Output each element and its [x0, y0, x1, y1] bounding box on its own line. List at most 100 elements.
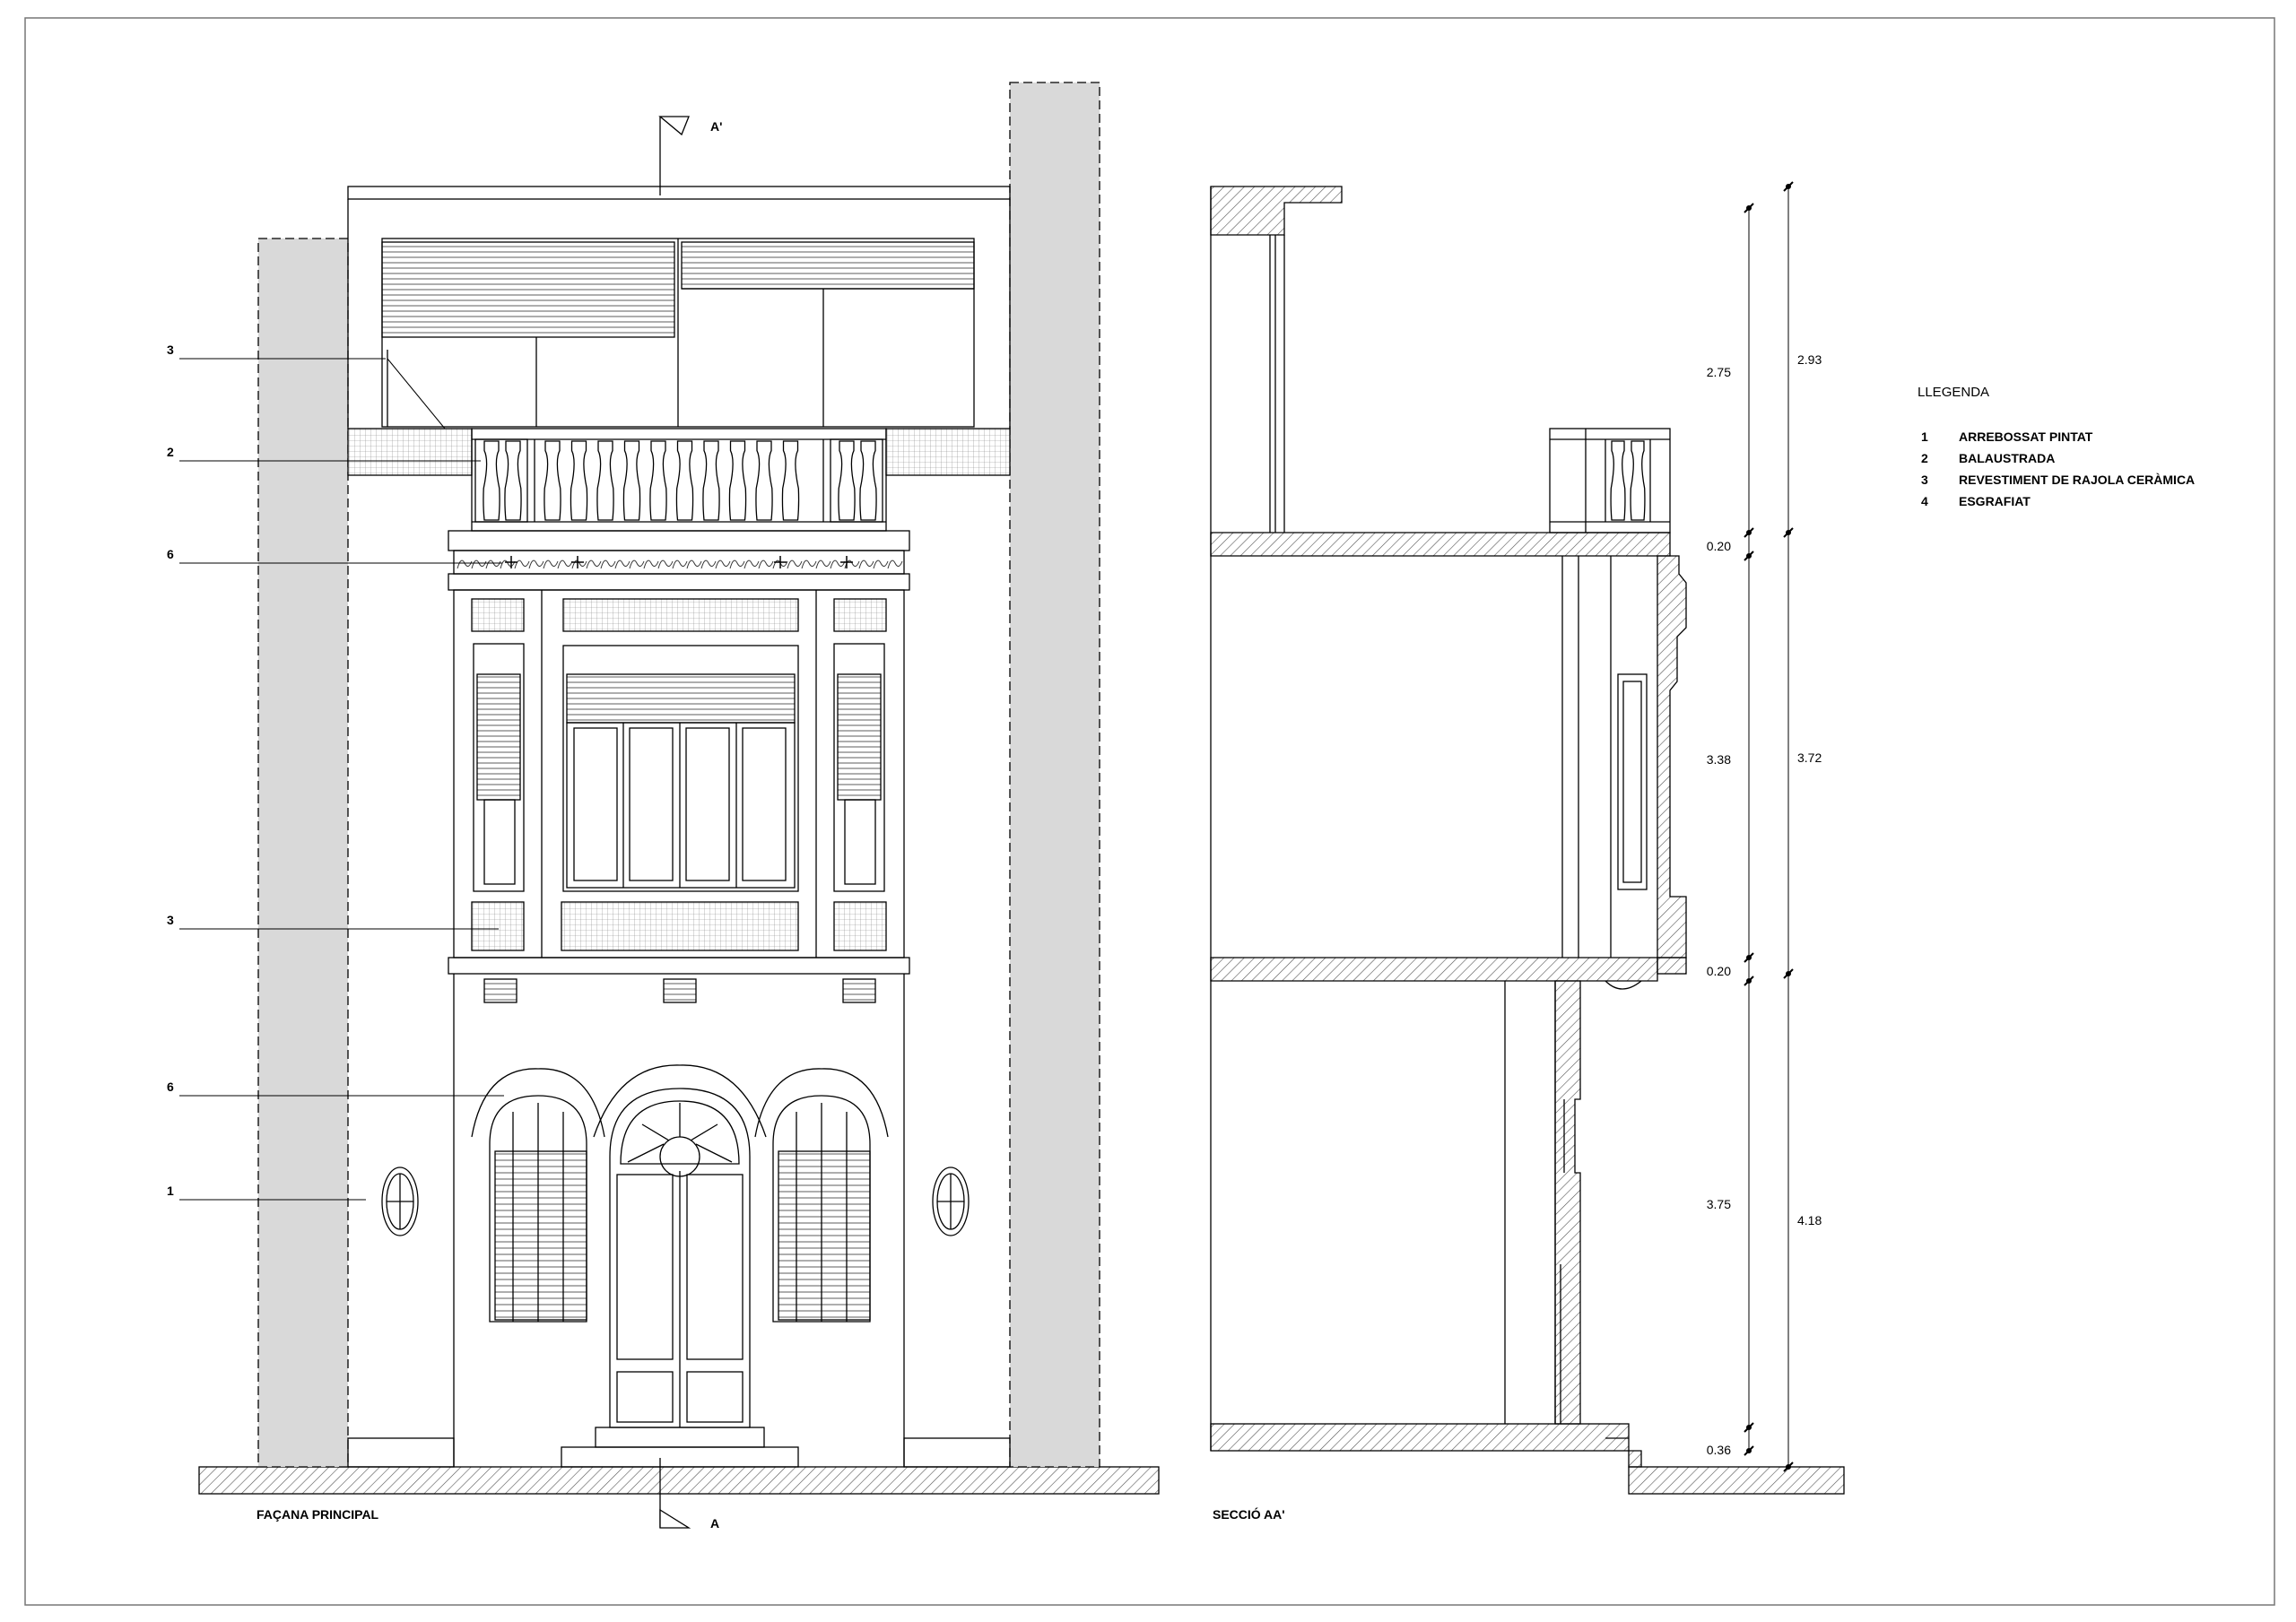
callout-6-top: 6: [167, 547, 174, 561]
section-upper-slab: [1210, 532, 1671, 557]
baluster: [649, 440, 667, 521]
dimension-lines: [1744, 181, 1794, 1472]
esgrafiat-wave-pattern: [457, 559, 903, 569]
tile-panel-top: [562, 598, 799, 632]
baluster: [483, 440, 500, 521]
legend-num-1: 1: [1921, 429, 1928, 444]
facade-ground: [198, 1466, 1160, 1495]
central-window: [562, 645, 799, 892]
section-aa: [1210, 186, 1845, 1495]
cut-marker-bottom-label: A: [710, 1516, 719, 1531]
section-cut-top-marker: [658, 116, 690, 195]
right-party-wall: [1009, 82, 1100, 1468]
dimension-tick-dot: [1746, 205, 1752, 211]
floor-cornice: [448, 957, 910, 975]
section-ground-wall: [1554, 980, 1581, 1425]
right-oval-window: [932, 1167, 970, 1236]
section-balustrade: [1549, 428, 1671, 533]
baluster: [622, 440, 641, 521]
baluster: [838, 440, 856, 521]
baluster: [504, 440, 522, 521]
entrance-step-2: [561, 1446, 799, 1468]
baluster: [1610, 440, 1626, 521]
dim-outer-3-72: 3.72: [1797, 750, 1822, 765]
legend-text-2: BALAUSTRADA: [1959, 451, 2055, 465]
legend-text-4: ESGRAFIAT: [1959, 494, 2031, 508]
left-party-wall: [257, 238, 349, 1468]
section-roof-slab: [1210, 186, 1343, 236]
legend-num-4: 4: [1921, 494, 1928, 508]
right-arch-ornament: [754, 1068, 889, 1138]
dim-inner-2-75: 2.75: [1707, 365, 1731, 379]
callout-1: 1: [167, 1184, 174, 1198]
central-shutter: [566, 673, 796, 724]
dimension-tick-dot: [1746, 978, 1752, 984]
dim-inner-0-36: 0.36: [1707, 1443, 1731, 1457]
dimension-tick-dot: [1746, 530, 1752, 535]
left-arch-ornament: [471, 1068, 605, 1138]
dimension-tick-dot: [1746, 1425, 1752, 1430]
tile-band-left: [347, 428, 473, 476]
left-oval-window: [381, 1167, 419, 1236]
legend-num-3: 3: [1921, 473, 1928, 487]
baluster: [544, 440, 561, 521]
dim-inner-3-75: 3.75: [1707, 1197, 1731, 1211]
baluster: [702, 440, 720, 521]
dimension-tick-dot: [1746, 955, 1752, 960]
left-side-window: [473, 643, 525, 892]
facade-title: FAÇANA PRINCIPAL: [257, 1507, 379, 1522]
central-arch-ornament: [593, 1064, 767, 1138]
dimension-tick-dot: [1786, 530, 1791, 535]
tile-panel-bottom: [561, 901, 799, 951]
callout-3-top: 3: [167, 343, 174, 357]
callout-2: 2: [167, 445, 174, 459]
section-balusters: [1610, 440, 1646, 521]
baluster: [728, 440, 747, 521]
callout-3-bottom: 3: [167, 913, 174, 927]
baluster: [755, 440, 773, 521]
section-middle-slab: [1210, 957, 1658, 982]
top-shutter-right: [681, 241, 975, 290]
entrance-step-1: [595, 1427, 765, 1448]
dim-outer-4-18: 4.18: [1797, 1213, 1822, 1227]
dim-inner-0-20-b: 0.20: [1707, 964, 1731, 978]
section-title: SECCIÓ AA': [1213, 1506, 1285, 1522]
legend-num-2: 2: [1921, 451, 1928, 465]
baluster: [1630, 440, 1646, 521]
legend: LLEGENDA 1 ARREBOSSAT PINTAT 2 BALAUSTRA…: [1918, 385, 2195, 508]
facade-elevation: [198, 82, 1160, 1529]
cornice: [448, 530, 910, 551]
baluster: [859, 440, 877, 521]
baluster: [675, 440, 694, 521]
right-arched-window: [772, 1095, 871, 1323]
baluster: [596, 440, 614, 521]
dimension-tick-dot: [1786, 971, 1791, 976]
dim-inner-0-20-a: 0.20: [1707, 539, 1731, 553]
callout-leaders: [179, 358, 504, 1201]
tile-band-right: [885, 428, 1011, 476]
dimension-tick-dot: [1786, 184, 1791, 189]
cut-marker-top-label: A': [710, 119, 722, 134]
roof-parapet: [347, 186, 1011, 200]
dim-outer-2-93: 2.93: [1797, 352, 1822, 367]
right-side-window: [833, 643, 885, 892]
legend-text-3: REVESTIMENT DE RAJOLA CERÀMICA: [1959, 473, 2195, 487]
section-cut-bottom-marker: [659, 1458, 691, 1529]
main-door: [609, 1088, 751, 1428]
baluster: [570, 440, 588, 521]
dimension-tick-dot: [1786, 1464, 1791, 1470]
balusters: [483, 440, 877, 521]
dimension-tick-dot: [1746, 553, 1752, 559]
legend-text-1: ARREBOSSAT PINTAT: [1959, 429, 2093, 444]
callout-6-bottom: 6: [167, 1080, 174, 1094]
left-arched-window: [489, 1095, 587, 1323]
top-shutter-left: [381, 241, 675, 338]
dimension-tick-dot: [1746, 1448, 1752, 1453]
baluster: [781, 440, 800, 521]
dim-inner-3-38: 3.38: [1707, 752, 1731, 767]
section-bay-wall: [1657, 555, 1687, 958]
section-window-jamb: [1617, 673, 1648, 890]
section-ground: [1210, 1423, 1630, 1452]
legend-title: LLEGENDA: [1918, 385, 1989, 400]
